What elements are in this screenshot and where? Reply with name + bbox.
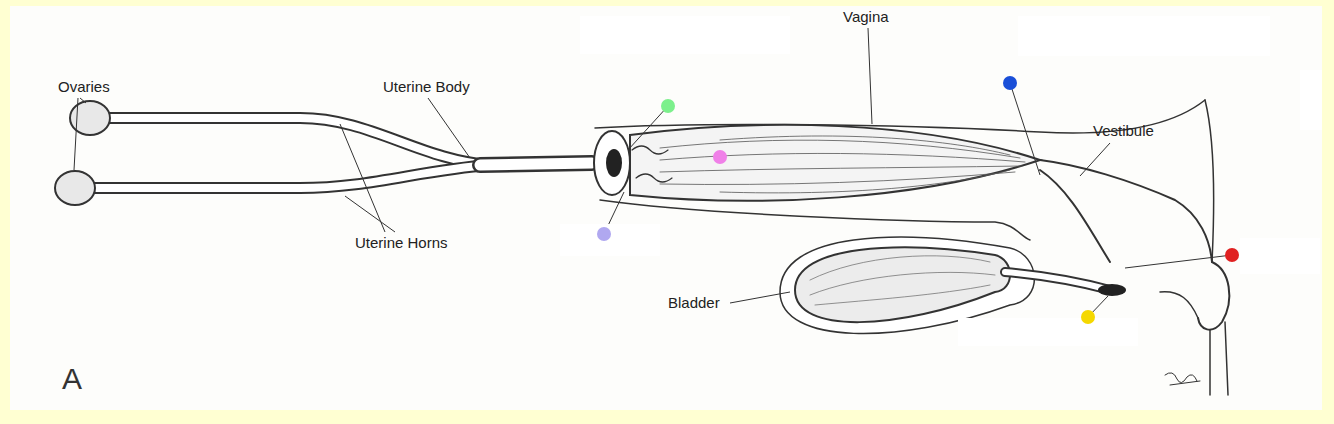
leader-lines	[74, 28, 1232, 317]
panel	[10, 6, 1322, 410]
part-label: Ovaries	[58, 78, 110, 96]
part-label: Bladder	[668, 294, 720, 312]
figure-letter: A	[62, 362, 82, 396]
tract-drawing	[55, 100, 1229, 395]
marker-dots	[597, 76, 1239, 324]
part-label: Uterine Body	[383, 78, 470, 96]
part-label: Vestibule	[1093, 122, 1154, 140]
blank-label-boxes	[560, 16, 1322, 346]
part-label: Vagina	[843, 8, 889, 26]
part-label: Uterine Horns	[355, 234, 448, 252]
